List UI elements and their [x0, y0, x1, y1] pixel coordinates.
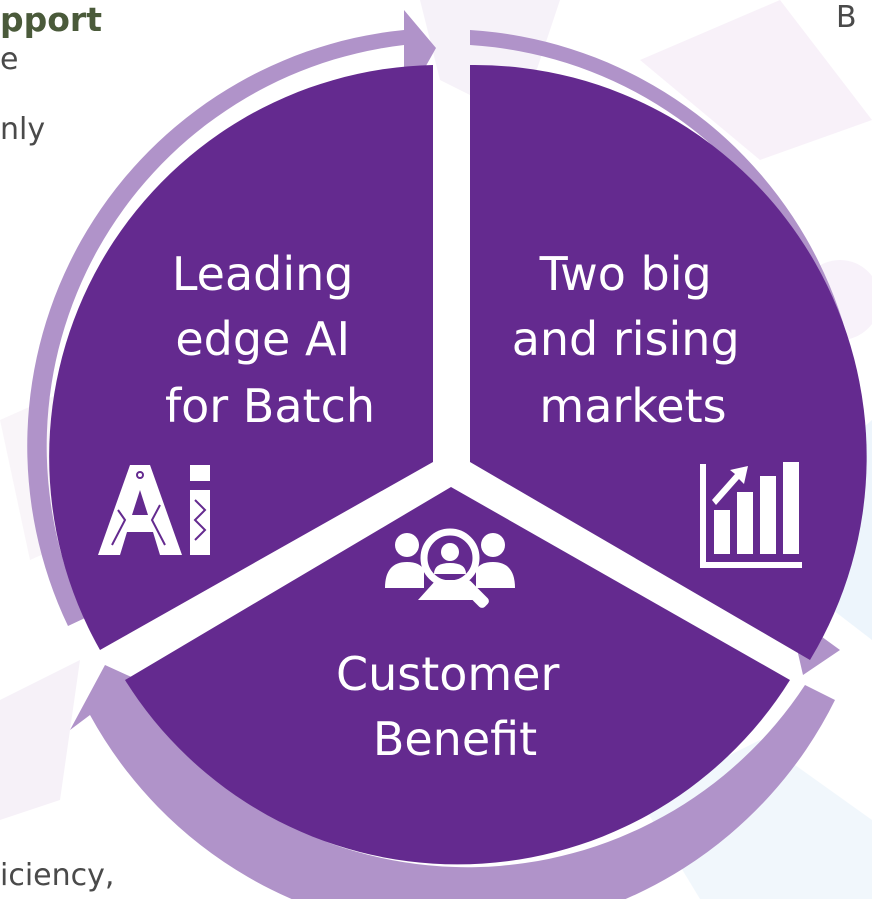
segment-ai-line-2: edge AI	[175, 312, 350, 366]
fragment-bold-top-left: pport	[0, 0, 102, 39]
ai-circuit-icon	[98, 465, 210, 555]
customer-search-icon	[385, 528, 515, 608]
segment-ai-label: Leading edge AI for Batch	[165, 247, 375, 433]
segment-markets-line-1: Two big	[539, 247, 712, 301]
growth-chart-icon	[700, 462, 802, 568]
segment-customer-line-1: Customer	[336, 647, 560, 701]
segment-markets-line-3: markets	[539, 379, 726, 433]
fragment-top-right: B	[836, 0, 857, 35]
fragment-top-left-line3: nly	[0, 112, 46, 147]
segment-ai-line-1: Leading	[172, 247, 354, 301]
segment-customer	[125, 487, 790, 865]
segment-customer-line-2: Benefit	[373, 712, 537, 766]
ring-arrows	[27, 10, 863, 899]
segment-markets-line-2: and rising	[512, 312, 740, 366]
segment-ai-line-3: for Batch	[165, 379, 375, 433]
segment-markets-label: Two big and rising markets	[512, 247, 755, 433]
segment-customer-label: Customer Benefit	[336, 647, 574, 766]
ring-arrow-bottom	[70, 665, 835, 899]
fragment-bottom-left: iciency,	[0, 858, 115, 893]
ring-arrow-right	[470, 30, 863, 675]
fragment-top-left-line2: e	[0, 42, 19, 77]
